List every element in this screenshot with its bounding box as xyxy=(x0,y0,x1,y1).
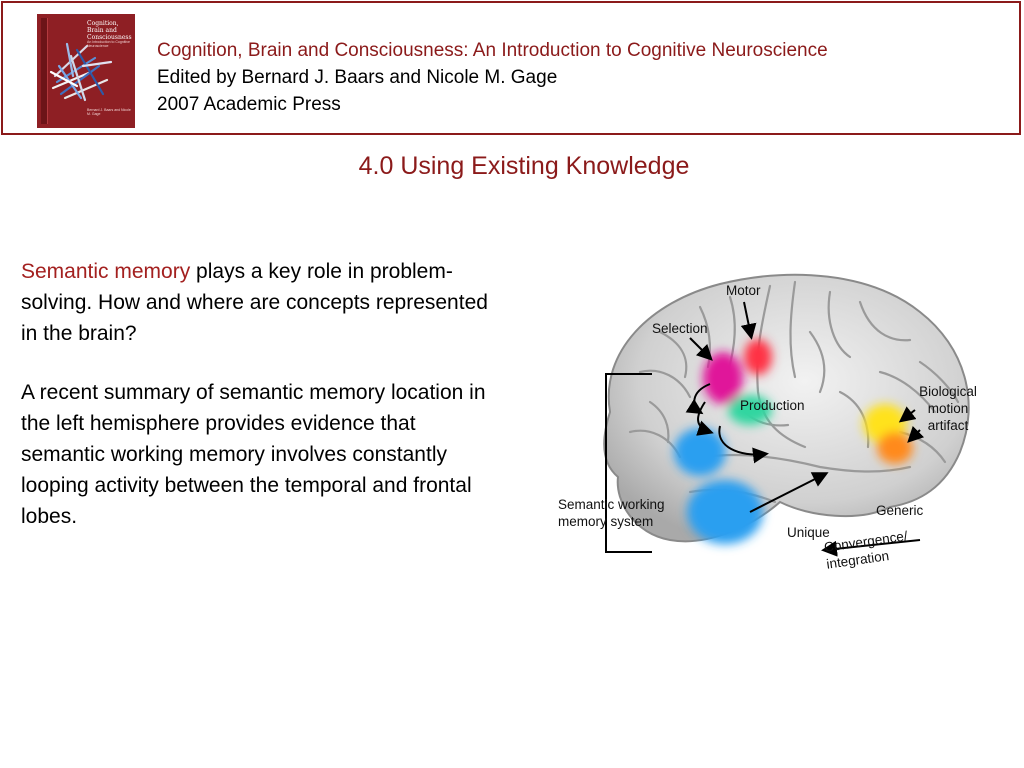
cover-art-graphic xyxy=(49,42,113,102)
label-motion: motion xyxy=(927,401,969,416)
selection-region xyxy=(703,352,743,404)
body-text: Semantic memory plays a key role in prob… xyxy=(21,256,499,532)
brain-folds xyxy=(628,280,960,504)
cover-subtitle: An Introduction to Cognitive Neuroscienc… xyxy=(87,40,130,48)
paragraph-1: Semantic memory plays a key role in prob… xyxy=(21,256,499,349)
label-production: Production xyxy=(740,398,805,413)
label-biological: Biological xyxy=(919,384,977,399)
cover-title: Cognition, Brain and Consciousness xyxy=(87,20,132,41)
label-motor: Motor xyxy=(726,283,761,298)
motor-region xyxy=(744,339,772,375)
label-artifact: artifact xyxy=(927,418,969,433)
brain-illustration xyxy=(603,273,970,557)
book-editors: Edited by Bernard J. Baars and Nicole M.… xyxy=(157,67,558,88)
cover-authors: Bernard J. Baars and Nicole M. Gage xyxy=(87,108,131,116)
artifact-region xyxy=(877,432,913,464)
paragraph-1-rest: plays a key role in problem-solving. How… xyxy=(21,260,488,345)
swm-bracket xyxy=(605,373,652,553)
figure-arrows xyxy=(685,301,925,557)
book-publisher: 2007 Academic Press xyxy=(157,94,341,115)
label-swm-line1: Semantic working xyxy=(558,497,665,512)
book-reference-header: Cognition, Brain and Consciousness An In… xyxy=(1,1,1021,135)
label-generic: Generic xyxy=(876,503,924,518)
paragraph-2: A recent summary of semantic memory loca… xyxy=(21,381,486,528)
label-selection: Selection xyxy=(652,321,708,336)
label-semantic-working-memory: Semantic working memory system xyxy=(558,496,665,530)
book-title: Cognition, Brain and Consciousness: An I… xyxy=(157,40,828,61)
book-cover-image: Cognition, Brain and Consciousness An In… xyxy=(37,14,135,128)
slide-title: 4.0 Using Existing Knowledge xyxy=(358,152,690,180)
label-biological-motion-artifact: Biological motion artifact xyxy=(908,383,988,434)
temporal-region-upper xyxy=(674,428,726,476)
book-info: Cognition, Brain and Consciousness: An I… xyxy=(157,37,828,118)
book-spine xyxy=(41,18,48,124)
label-unique: Unique xyxy=(787,525,830,540)
brain-figure: Motor Selection Production Biological mo… xyxy=(540,262,980,592)
label-swm-line2: memory system xyxy=(558,514,654,529)
semantic-memory-term: Semantic memory xyxy=(21,260,191,283)
production-region xyxy=(728,395,772,425)
activation-regions xyxy=(674,339,913,544)
temporal-region-lower xyxy=(687,480,763,544)
